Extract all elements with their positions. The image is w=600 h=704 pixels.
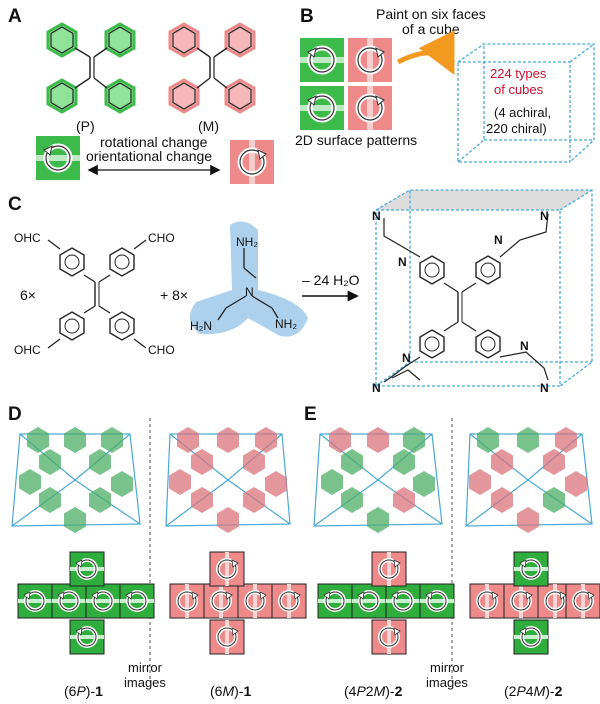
green-tile-a [36, 136, 80, 180]
pink-tile-a [230, 140, 274, 184]
plus-eight-times: + 8× [160, 287, 188, 303]
cage-n-6: N [520, 339, 529, 353]
mirror-text-e-1: mirror [430, 660, 465, 675]
cage-6m-1 [165, 427, 291, 533]
types-text-1: 224 types [490, 66, 547, 81]
p-label: (P) [76, 118, 95, 134]
net-6m-1 [168, 550, 308, 656]
ohc-bottom: OHC [14, 343, 41, 357]
caption-6m-1: (6M)-1 [210, 683, 251, 699]
panel-d-label: D [8, 404, 22, 425]
net-2p4m-2 [468, 550, 600, 656]
orange-arrow [396, 30, 455, 75]
mirror-text-d-1: mirror [128, 660, 163, 675]
paint-text-2: of a cube [402, 21, 460, 37]
six-times: 6× [20, 287, 36, 303]
p-tetraphenylethylene [46, 22, 136, 114]
cage-n-7: N [372, 381, 381, 395]
panel-e-label: E [304, 404, 317, 425]
m-label: (M) [198, 118, 219, 134]
net-4p2m-2 [316, 550, 456, 656]
cage-n-8: N [540, 381, 549, 395]
cage-2p4m-2 [465, 427, 593, 533]
nh2-right: NH₂ [275, 317, 297, 331]
nh2-top: NH₂ [236, 235, 258, 249]
types-text-2: of cubes [494, 82, 544, 97]
surface-pattern-grid [300, 38, 392, 130]
mirror-text-d-2: images [124, 675, 166, 690]
cage-n-5: N [402, 351, 411, 365]
cage-4p2m-2 [313, 427, 443, 533]
cage-6p-1 [11, 427, 141, 533]
dashed-cube [457, 43, 595, 163]
achiral-text-2: 220 chiral) [486, 121, 547, 136]
minus-water-text: – 24 H₂O [302, 272, 360, 288]
orientational-change-text: orientational change [86, 148, 212, 164]
tetraaldehyde [47, 239, 147, 349]
panel-b-label: B [300, 6, 314, 27]
paint-text-1: Paint on six faces [376, 6, 486, 22]
cho-bottom: CHO [148, 343, 175, 357]
h2n-left: H₂N [190, 319, 212, 333]
m-tetraphenylethylene [168, 22, 256, 114]
cage-n-2: N [540, 209, 549, 223]
panel-c-label: C [8, 194, 22, 215]
mirror-text-e-2: images [426, 675, 468, 690]
cage-n-1: N [372, 209, 381, 223]
cho-top: CHO [148, 231, 175, 245]
panel-a-label: A [8, 6, 22, 27]
net-6p-1 [16, 550, 156, 656]
tren-n: N [245, 285, 254, 299]
rotational-change-text: rotational change [100, 134, 208, 150]
achiral-text-1: (4 achiral, [494, 105, 551, 120]
2d-patterns-text: 2D surface patterns [295, 132, 417, 148]
cage-n-4: N [494, 233, 503, 247]
caption-2p4m-2: (2P4M)-2 [504, 683, 563, 699]
cage-n-3: N [398, 255, 407, 269]
tren-blob [189, 221, 308, 337]
caption-4p2m-2: (4P2M)-2 [344, 683, 403, 699]
cage-cube [375, 189, 593, 387]
ohc-top: OHC [14, 231, 41, 245]
caption-6p-1: (6P)-1 [64, 683, 103, 699]
